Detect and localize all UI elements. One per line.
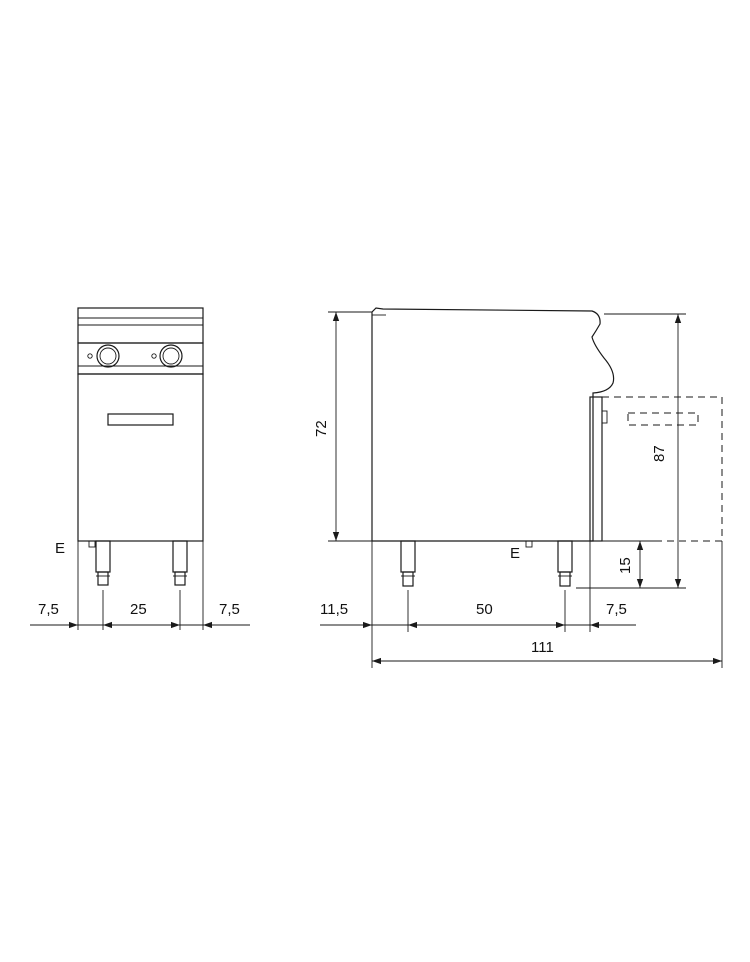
side-dim-leg-height: 15 (617, 557, 634, 574)
side-body-outline (371, 307, 615, 542)
side-dim-height-total: 87 (651, 445, 668, 462)
indicator-light-icon (151, 353, 157, 359)
front-dim-left-offset: 7,5 (38, 601, 59, 618)
front-dim-right-offset: 7,5 (219, 601, 240, 618)
front-leg-right (172, 540, 188, 586)
side-connection-label: E (510, 545, 520, 562)
side-connection-port (525, 540, 533, 548)
side-dim-height-body: 72 (313, 420, 330, 437)
front-control-panel (77, 342, 204, 375)
front-dim-leg-spacing: 25 (130, 601, 147, 618)
side-door-panel (589, 396, 603, 542)
side-view: E 72 87 15 (313, 307, 723, 668)
front-top-plate (77, 307, 204, 344)
control-knob-left (96, 344, 120, 368)
side-leg-rear (400, 540, 416, 587)
side-dim-leg-spacing: 50 (476, 601, 493, 618)
door-handle (107, 413, 174, 426)
indicator-light-icon (87, 353, 93, 359)
side-dim-rear-offset: 11,5 (320, 601, 348, 618)
front-connection-label: E (55, 540, 65, 557)
control-knob-right (159, 344, 183, 368)
side-dim-total-depth: 111 (531, 639, 554, 656)
front-view: E 7,5 25 7,5 (30, 307, 250, 630)
front-leg-left (95, 540, 111, 586)
door-open-outline (602, 396, 723, 542)
side-dim-front-offset: 7,5 (606, 601, 627, 618)
front-connection-port (88, 540, 96, 548)
side-door-handle (601, 410, 608, 424)
side-leg-front (557, 540, 573, 587)
front-cabinet (77, 373, 204, 542)
